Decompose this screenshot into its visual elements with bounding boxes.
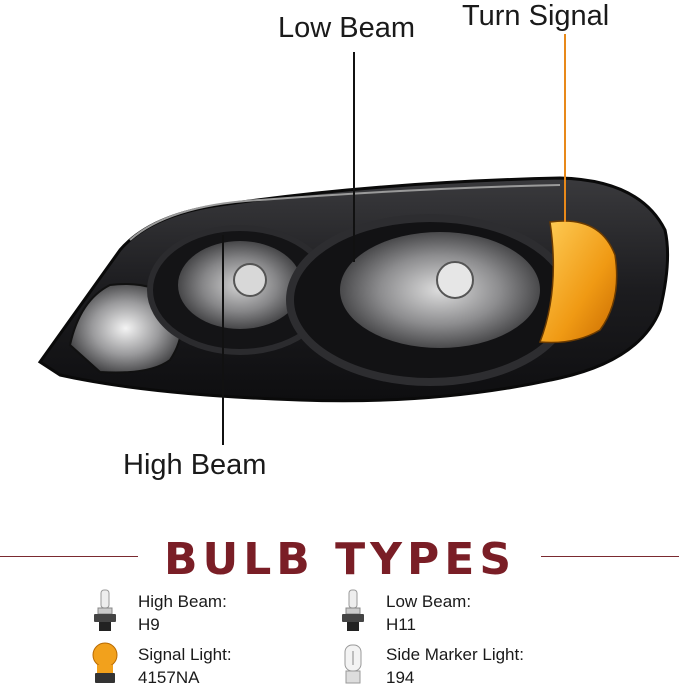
bulb-low-beam: Low Beam: H11 [336, 588, 576, 634]
high-beam-callout: High Beam [123, 449, 267, 481]
bulb-name: Side Marker Light: [386, 645, 524, 664]
wedge-bulb-icon [344, 644, 362, 684]
bulb-types-header: BULB TYPES [0, 530, 679, 586]
bulb-code: H9 [138, 615, 160, 634]
bulb-code: H11 [386, 615, 416, 634]
right-divider [541, 556, 679, 557]
section-title: BULB TYPES [163, 534, 517, 585]
bulb-name: Signal Light: [138, 645, 232, 664]
low-beam-callout: Low Beam [278, 12, 416, 44]
halogen-bulb-icon [342, 589, 364, 631]
bulb-code: 4157NA [138, 668, 200, 687]
high-beam-leader-line [222, 235, 224, 445]
bulb-name: Low Beam: [386, 592, 472, 611]
amber-wedge-bulb-icon [92, 642, 118, 683]
low-beam-leader-line [353, 52, 355, 262]
bulb-side-marker: Side Marker Light: 194 [336, 641, 576, 687]
bulb-signal-light: Signal Light: 4157NA [88, 641, 328, 687]
bulb-code: 194 [386, 668, 415, 687]
bulb-name: High Beam: [138, 592, 227, 611]
turn-signal-callout: Turn Signal [462, 0, 610, 32]
left-divider [0, 556, 138, 557]
bulb-high-beam: High Beam: H9 [88, 588, 328, 634]
turn-signal-leader-line [564, 34, 566, 222]
headlight-assembly-image [37, 176, 670, 403]
halogen-bulb-icon [94, 589, 116, 631]
